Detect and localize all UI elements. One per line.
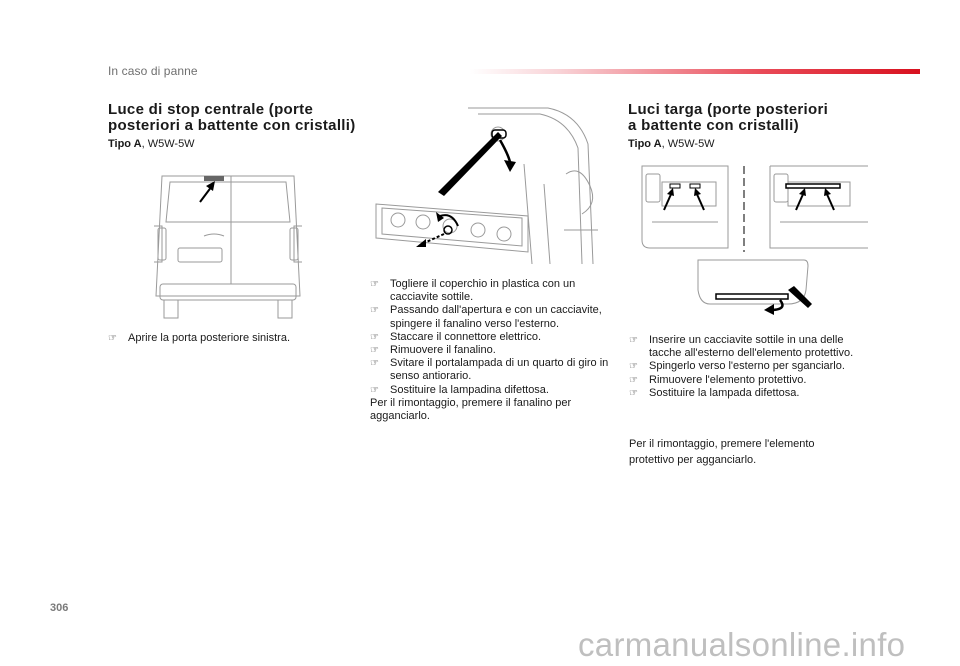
left-title-line1: Luce di stop centrale (porte xyxy=(108,101,314,118)
right-title: Luci targa (porte posteriori a battente … xyxy=(628,102,868,134)
arrow-rotate-icon xyxy=(436,212,459,227)
right-steps: ☞Inserire un cacciavite sottile in una d… xyxy=(629,334,869,400)
arrow-up-icon xyxy=(199,181,215,203)
right-type-value: , W5W-5W xyxy=(661,138,715,150)
list-item: ☞Spingerlo verso l'esterno per sganciarl… xyxy=(629,360,845,373)
middle-content: ☞Togliere il coperchio in plastica con u… xyxy=(370,278,610,423)
right-type-label: Tipo A xyxy=(628,138,662,150)
pointing-hand-icon: ☞ xyxy=(370,305,379,317)
left-title-line2: posteriori a battente con cristalli) xyxy=(108,117,356,134)
pointing-hand-icon: ☞ xyxy=(370,279,379,290)
list-item: ☞Inserire un cacciavite sottile in una d… xyxy=(629,334,854,360)
pointing-hand-icon: ☞ xyxy=(370,345,379,357)
plate-light-illustration xyxy=(641,165,868,315)
right-note: Per il rimontaggio, premere l'elemento p… xyxy=(629,438,815,466)
header-accent-bar xyxy=(470,69,920,74)
pointing-hand-icon: ☞ xyxy=(629,374,638,386)
list-item: ☞Togliere il coperchio in plastica con u… xyxy=(370,278,576,304)
pointing-hand-icon: ☞ xyxy=(370,384,379,396)
right-title-line1: Luci targa (porte posteriori xyxy=(628,101,829,118)
left-type-label: Tipo A xyxy=(108,138,142,150)
list-item: ☞Sostituire la lampada difettosa. xyxy=(629,386,800,399)
pointing-hand-icon: ☞ xyxy=(370,331,379,343)
pointing-hand-icon: ☞ xyxy=(629,387,638,399)
arrow-icon xyxy=(438,132,502,196)
right-type: Tipo A, W5W-5W xyxy=(628,138,715,150)
arrow-curved-icon xyxy=(498,139,516,172)
arrow-icon xyxy=(788,286,812,308)
left-steps: ☞ Aprire la porta posteriore sinistra. xyxy=(108,332,348,345)
middle-note: Per il rimontaggio, premere il fanalino … xyxy=(370,396,572,423)
list-item: ☞ Aprire la porta posteriore sinistra. xyxy=(108,332,348,345)
list-item: ☞Svitare il portalampada di un quarto di… xyxy=(370,357,609,383)
arrow-curved-icon xyxy=(764,299,784,315)
stop-light-removal-illustration xyxy=(375,107,598,265)
van-rear-illustration xyxy=(154,175,302,319)
pointing-hand-icon: ☞ xyxy=(629,361,638,373)
pointing-hand-icon: ☞ xyxy=(108,333,117,344)
list-item: ☞Rimuovere l'elemento protettivo. xyxy=(629,373,807,386)
left-title: Luce di stop centrale (porte posteriori … xyxy=(108,102,368,134)
pointing-hand-icon: ☞ xyxy=(629,335,638,346)
list-item: ☞Passando dall'apertura e con un cacciav… xyxy=(370,304,602,330)
list-item: ☞Sostituire la lampadina difettosa. xyxy=(370,383,549,396)
page-number: 306 xyxy=(50,602,69,614)
left-type-value: , W5W-5W xyxy=(141,138,195,150)
list-item: ☞Staccare il connettore elettrico. xyxy=(370,330,542,343)
section-title: In caso di panne xyxy=(108,64,198,78)
left-type: Tipo A, W5W-5W xyxy=(108,138,195,150)
left-step-text: Aprire la porta posteriore sinistra. xyxy=(128,332,291,344)
watermark-text: carmanualsonline.info xyxy=(578,626,906,663)
right-title-line2: a battente con cristalli) xyxy=(628,117,799,134)
arrow-up-icon xyxy=(663,188,835,211)
arrow-dashed-icon xyxy=(416,233,445,247)
pointing-hand-icon: ☞ xyxy=(370,358,379,370)
list-item: ☞Rimuovere il fanalino. xyxy=(370,344,496,357)
